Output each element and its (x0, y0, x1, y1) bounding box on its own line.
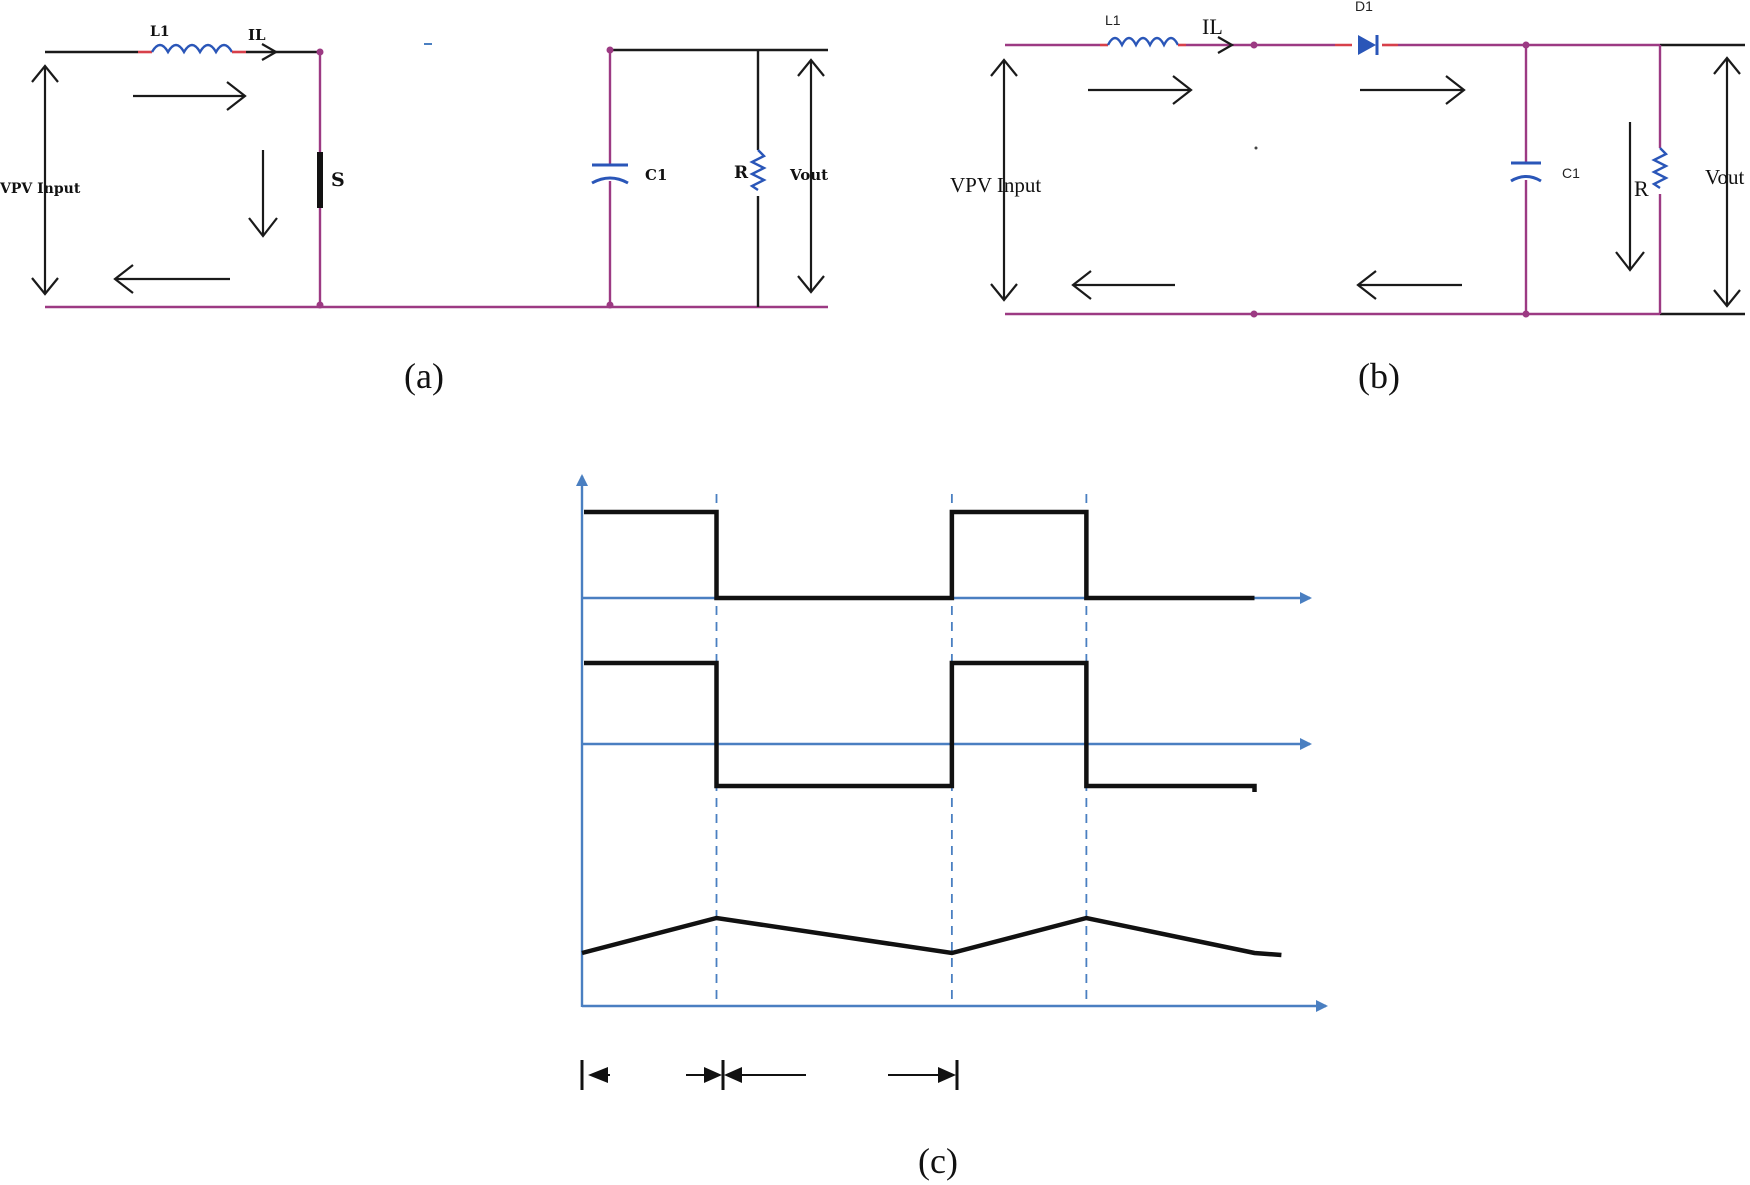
input-voltage-arrow (31, 64, 59, 296)
label-vpv-input-b: VPV Input (950, 173, 1041, 197)
diode-d1 (1358, 35, 1379, 55)
label-vpv-input: VPV Input (0, 181, 81, 197)
panel-c-timing-diagram: (c) (576, 474, 1328, 1181)
inductor-l1-coil-b (1106, 36, 1180, 48)
label-r-b: R (1634, 176, 1649, 201)
capacitor-c1 (591, 163, 629, 185)
input-voltage-arrow-b (990, 58, 1018, 302)
caption-b: (b) (1358, 356, 1400, 396)
label-il-b: IL (1202, 14, 1223, 39)
caption-a: (a) (404, 356, 444, 396)
capacitor-c1-b (1510, 161, 1542, 183)
current-flow-arrows (113, 81, 278, 294)
caption-c: (c) (918, 1141, 958, 1181)
label-switch-s: S (331, 169, 345, 191)
output-voltage-arrow (797, 58, 825, 294)
switch-gate-waveform (584, 509, 1255, 601)
switch-s (317, 152, 323, 208)
inductor-current-waveform (581, 915, 1282, 958)
label-l1: L1 (150, 24, 170, 40)
label-r: R (734, 163, 749, 183)
resistor-r (749, 149, 767, 191)
inductor-l1-coil (150, 43, 234, 55)
output-voltage-arrow-b (1713, 56, 1741, 308)
current-flow-arrows-b (1071, 75, 1645, 300)
label-vout-b: Vout (1705, 165, 1744, 189)
switching-instant-guides (715, 494, 1088, 1006)
label-c1: C1 (645, 166, 667, 184)
resistor-r-b (1651, 147, 1669, 189)
inductor-voltage-waveform (584, 660, 1257, 792)
label-d1: D1 (1355, 0, 1373, 14)
label-l1-b: L1 (1105, 12, 1121, 28)
panel-a-switch-on-circuit: L1 IL VPV Input S C1 R Vout (a) (0, 24, 828, 396)
panel-b-switch-off-circuit: L1 IL D1 VPV Input C1 R Vout (b) (950, 0, 1745, 396)
label-il: IL (248, 26, 266, 44)
interval-markers (580, 1060, 959, 1090)
label-vout: Vout (789, 166, 828, 184)
label-c1-b: C1 (1562, 165, 1580, 181)
